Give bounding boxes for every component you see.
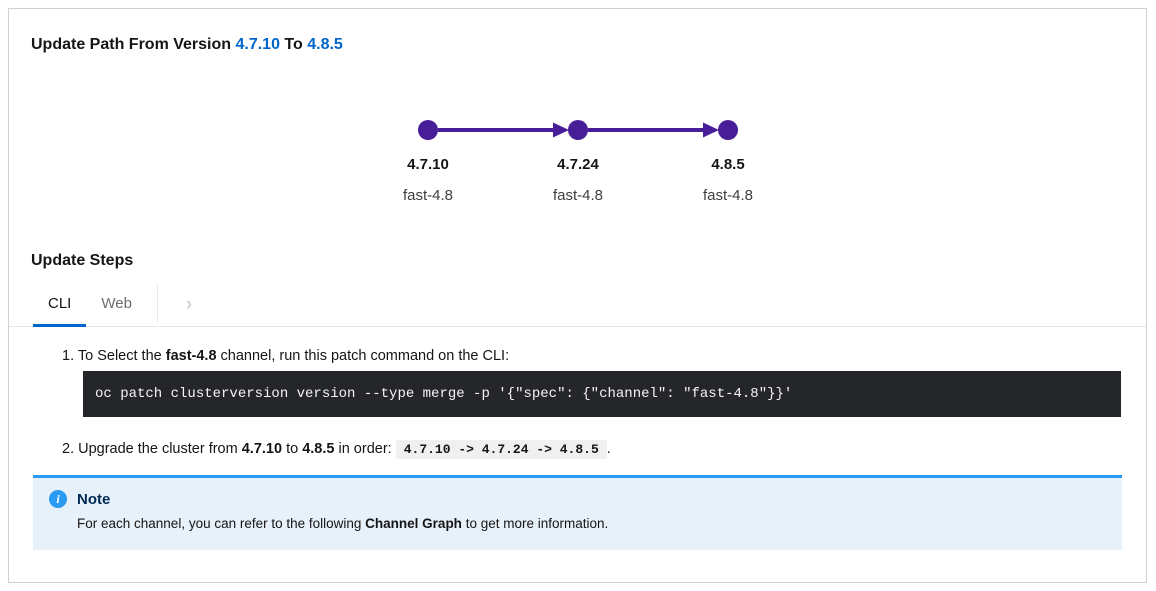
from-version: 4.7.10 bbox=[235, 36, 280, 53]
graph-version-labels: 4.7.10 4.7.24 4.8.5 bbox=[353, 143, 803, 173]
step-text: To Select the bbox=[77, 348, 166, 364]
update-steps-heading: Update Steps bbox=[31, 252, 134, 269]
step-item-2: 2. Upgrade the cluster from 4.7.10 to 4.… bbox=[62, 440, 1116, 459]
step-channel-bold: fast-4.8 bbox=[165, 348, 217, 364]
step-text: Upgrade the cluster from bbox=[78, 441, 242, 457]
chevron-right-icon[interactable]: › bbox=[185, 293, 193, 315]
note-description: For each channel, you can refer to the f… bbox=[77, 515, 1106, 532]
step-text: to bbox=[282, 441, 303, 457]
step-from-bold: 4.7.10 bbox=[241, 441, 283, 457]
graph-node bbox=[418, 120, 438, 140]
step-text: in order: bbox=[334, 441, 396, 457]
update-path-card: Update Path From Version 4.7.10 To 4.8.5… bbox=[8, 8, 1147, 583]
note-title: Note bbox=[77, 490, 111, 508]
step-text: channel, run this patch command on the C… bbox=[216, 348, 510, 364]
info-icon: i bbox=[49, 490, 67, 508]
step-number: 2. bbox=[62, 441, 75, 457]
note-text: For each channel, you can refer to the f… bbox=[77, 516, 366, 531]
tab-web[interactable]: Web bbox=[101, 295, 132, 312]
to-version: 4.8.5 bbox=[307, 36, 343, 53]
graph-node bbox=[718, 120, 738, 140]
update-graph-svg bbox=[418, 120, 738, 140]
inline-code: 4.7.10 -> 4.7.24 -> 4.8.5 bbox=[395, 440, 607, 459]
tab-bar: CLI Web › bbox=[9, 283, 1146, 327]
graph-node bbox=[568, 120, 588, 140]
step-text: . bbox=[606, 441, 611, 457]
channel-label: fast-4.8 bbox=[402, 187, 454, 204]
graph-arrowhead bbox=[553, 122, 569, 138]
note-alert: i Note For each channel, you can refer t… bbox=[33, 475, 1122, 550]
page-title: Update Path From Version 4.7.10 To 4.8.5 bbox=[9, 9, 1146, 55]
note-channel-graph-bold: Channel Graph bbox=[365, 516, 462, 531]
graph-arrowhead bbox=[703, 122, 719, 138]
step-to-bold: 4.8.5 bbox=[302, 441, 335, 457]
channel-label: fast-4.8 bbox=[552, 187, 604, 204]
version-label: 4.8.5 bbox=[711, 156, 745, 173]
channel-label: fast-4.8 bbox=[702, 187, 754, 204]
version-label: 4.7.10 bbox=[407, 156, 449, 173]
step-item-1: 1. To Select the fast-4.8 channel, run t… bbox=[62, 347, 1146, 366]
code-block: oc patch clusterversion version --type m… bbox=[83, 371, 1121, 417]
note-header: i Note bbox=[49, 490, 1106, 508]
note-text: to get more information. bbox=[461, 516, 609, 531]
tab-divider bbox=[156, 285, 158, 322]
page-title-to: To bbox=[279, 36, 308, 53]
page-title-text: Update Path From Version bbox=[31, 36, 236, 53]
step-number: 1. bbox=[62, 348, 75, 364]
version-label: 4.7.24 bbox=[557, 156, 599, 173]
graph-channel-labels: fast-4.8 fast-4.8 fast-4.8 bbox=[353, 173, 803, 204]
update-graph: 4.7.10 4.7.24 4.8.5 fast-4.8 fast-4.8 fa… bbox=[353, 117, 803, 204]
tab-cli[interactable]: CLI bbox=[33, 283, 87, 327]
